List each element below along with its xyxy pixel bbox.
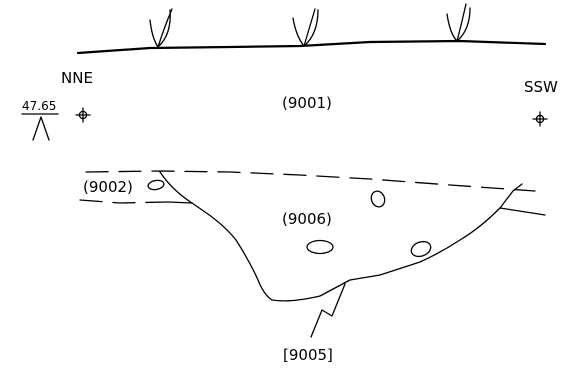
orientation-label-left: NNE (61, 69, 93, 87)
cut-9005-profile (159, 171, 523, 302)
datum-height-label: 47.65 (22, 99, 56, 113)
context-label-9002: (9002) (83, 178, 133, 196)
lower-horizon-boundary-dashed (79, 199, 169, 204)
survey-point-right-icon (532, 111, 548, 127)
stone-inclusion-9002 (147, 179, 165, 191)
upper-horizon-boundary-dashed (85, 170, 536, 192)
stone-inclusion-right (410, 240, 432, 258)
right-horizon-boundary (499, 207, 546, 216)
stone-inclusion-center (306, 239, 334, 255)
context-label-9006: (9006) (282, 210, 332, 228)
grass-tuft-3 (446, 3, 471, 42)
context-label-9005: [9005] (283, 346, 333, 364)
survey-point-left-icon (75, 107, 91, 123)
orientation-label-right: SSW (524, 78, 558, 96)
grass-tuft-1 (149, 8, 173, 48)
datum-symbol: 47.65 (21, 99, 59, 141)
ground-surface-line (76, 39, 547, 55)
vegetation-symbols (149, 3, 471, 48)
grass-tuft-2 (292, 8, 319, 47)
subsoil-boundary-left (167, 201, 193, 204)
stone-inclusion-upper-right (370, 190, 386, 208)
context-label-9001: (9001) (282, 94, 332, 112)
cut-label-leader (310, 283, 346, 338)
